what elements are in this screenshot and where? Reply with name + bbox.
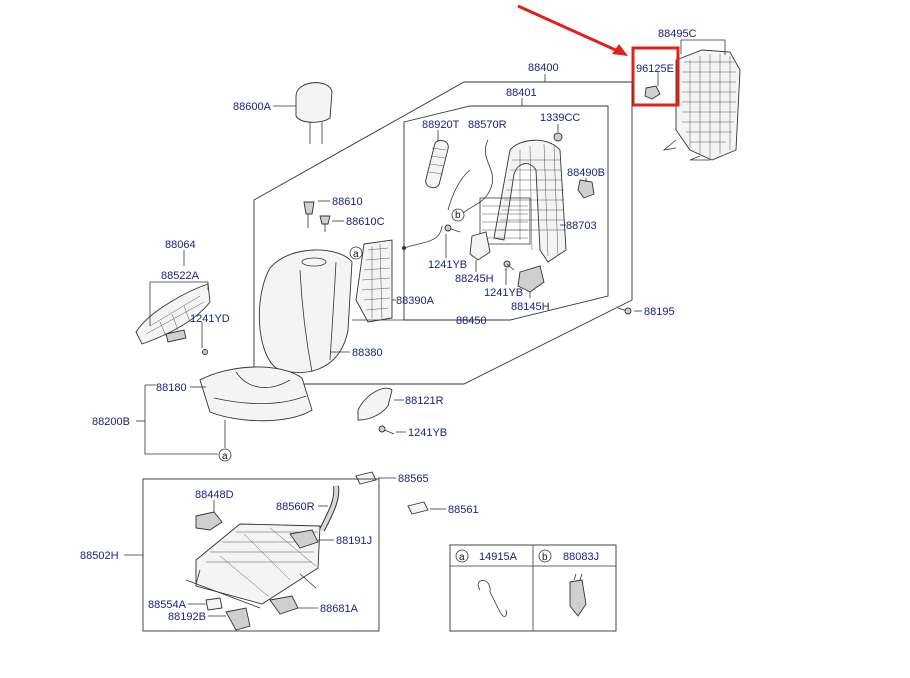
wire-clip-14915A[interactable] [477, 580, 507, 617]
label-88083J[interactable]: 88083J [563, 551, 599, 563]
part-88192B[interactable] [225, 607, 251, 631]
label-1339CC[interactable]: 1339CC [540, 112, 580, 124]
label-88195[interactable]: 88195 [644, 306, 675, 318]
label-88401[interactable]: 88401 [506, 87, 537, 99]
label-88570R[interactable]: 88570R [468, 119, 507, 131]
connector-88083J[interactable] [569, 573, 587, 617]
side-cover-88064[interactable] [135, 283, 211, 355]
svg-text:b: b [542, 552, 548, 563]
label-88490B[interactable]: 88490B [567, 167, 605, 179]
label-88245H[interactable]: 88245H [455, 273, 494, 285]
label-1241YD[interactable]: 1241YD [190, 313, 230, 325]
label-88681A[interactable]: 88681A [320, 603, 359, 615]
hinge-88145H[interactable] [517, 265, 545, 293]
nut-1339CC[interactable] [553, 132, 563, 142]
wiring-88570R[interactable] [402, 139, 494, 250]
label-88191J[interactable]: 88191J [336, 535, 372, 547]
label-88390A[interactable]: 88390A [396, 295, 435, 307]
seatback-cushion-88380[interactable] [258, 249, 353, 373]
svg-text:a: a [222, 451, 228, 462]
guide-88610[interactable] [303, 201, 315, 228]
label-88495C[interactable]: 88495C [658, 28, 697, 40]
callout-b[interactable]: b [451, 208, 465, 222]
label-1241YB-a[interactable]: 1241YB [428, 259, 467, 271]
label-88145H[interactable]: 88145H [511, 301, 550, 313]
label-88180[interactable]: 88180 [156, 382, 187, 394]
highlight-box [631, 46, 680, 107]
hinge-88245H[interactable] [469, 231, 491, 261]
clip-88565[interactable] [355, 471, 377, 485]
label-88200B[interactable]: 88200B [92, 416, 130, 428]
label-88600A[interactable]: 88600A [233, 101, 272, 113]
label-88192B[interactable]: 88192B [168, 611, 206, 623]
callout-a-seatback[interactable]: a [349, 246, 363, 260]
cover-88121R[interactable] [357, 387, 393, 421]
red-arrow-icon [517, 4, 628, 56]
legend-table [449, 544, 617, 632]
svg-text:a: a [353, 249, 359, 260]
svg-text:b: b [455, 210, 461, 221]
label-88554A[interactable]: 88554A [148, 599, 187, 611]
legend-callout-b[interactable]: b [538, 549, 552, 563]
callout-a-cushion[interactable]: a [218, 448, 232, 462]
label-1241YB-b[interactable]: 1241YB [484, 287, 523, 299]
guide-88610C[interactable] [319, 215, 331, 232]
label-88561[interactable]: 88561 [448, 504, 479, 516]
label-88920T[interactable]: 88920T [422, 119, 460, 131]
label-88400[interactable]: 88400 [528, 62, 559, 74]
headrest-88600A[interactable] [295, 82, 333, 144]
part-88554A[interactable] [205, 597, 223, 611]
label-88560R[interactable]: 88560R [276, 501, 315, 513]
knob-88490B[interactable] [577, 179, 595, 199]
label-88380[interactable]: 88380 [352, 347, 383, 359]
bolt-1241YB-lower[interactable] [503, 260, 515, 271]
label-88610C[interactable]: 88610C [346, 216, 385, 228]
label-88502H[interactable]: 88502H [80, 550, 119, 562]
motor-88681A[interactable] [269, 595, 299, 615]
seatback-frame-88703[interactable] [479, 139, 567, 263]
label-88703[interactable]: 88703 [566, 220, 597, 232]
bolt-1241YB-upper[interactable] [444, 224, 461, 233]
seat-cushion-88180[interactable] [199, 366, 313, 422]
label-1241YB-c[interactable]: 1241YB [408, 427, 447, 439]
svg-text:a: a [459, 552, 465, 563]
label-88064[interactable]: 88064 [165, 239, 196, 251]
label-14915A[interactable]: 14915A [479, 551, 518, 563]
clip-88561[interactable] [407, 501, 429, 515]
motor-96125E[interactable] [644, 85, 661, 100]
seat-back-cover-88495C[interactable] [662, 49, 741, 161]
label-88448D[interactable]: 88448D [195, 489, 234, 501]
bolt-88195[interactable] [617, 307, 632, 315]
bolt-1241YB-cover[interactable] [378, 425, 395, 435]
motor-88448D[interactable] [195, 511, 223, 531]
label-88610[interactable]: 88610 [332, 196, 363, 208]
label-88450[interactable]: 88450 [456, 315, 487, 327]
label-96125E[interactable]: 96125E [636, 63, 674, 75]
label-88522A[interactable]: 88522A [161, 270, 200, 282]
cable-88560R[interactable] [319, 485, 340, 532]
motor-88191J[interactable] [289, 529, 319, 549]
airbag-88920T[interactable] [424, 139, 449, 189]
legend-callout-a[interactable]: a [455, 549, 469, 563]
label-88565[interactable]: 88565 [398, 473, 429, 485]
seat-track-frame[interactable] [185, 523, 321, 609]
label-88121R[interactable]: 88121R [405, 395, 444, 407]
